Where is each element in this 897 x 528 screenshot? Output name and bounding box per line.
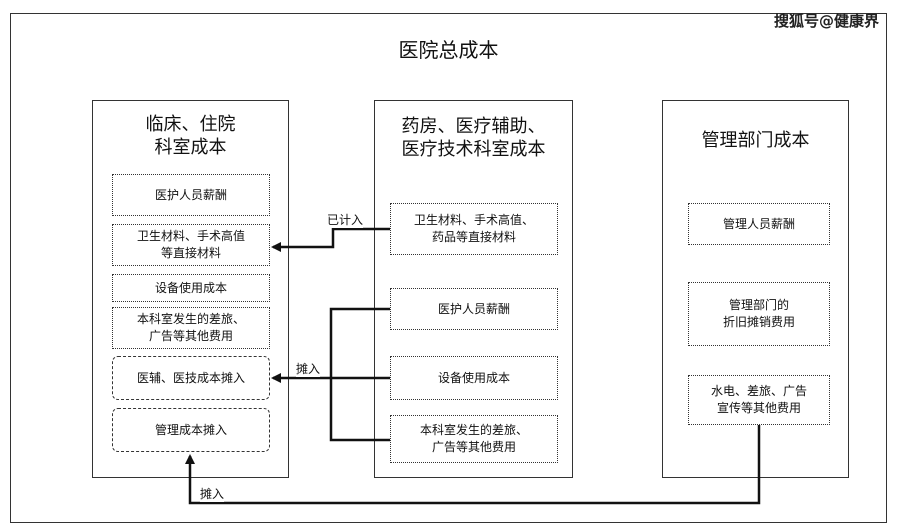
management-dept-title: 管理部门成本 <box>701 130 810 151</box>
left-item-equipment-cost: 设备使用成本 <box>112 274 270 302</box>
left-item-staff-salary: 医护人员薪酬 <box>112 174 270 216</box>
allocated-mid-label: 摊入 <box>296 360 321 377</box>
middle-item-staff-salary: 医护人员薪酬 <box>390 288 558 330</box>
middle-bracket-line <box>329 307 390 442</box>
middle-item-equipment-cost: 设备使用成本 <box>390 356 558 400</box>
already-included-arrow <box>271 227 390 252</box>
left-item-mgmt-allocation: 管理成本摊入 <box>112 408 270 452</box>
allocated-bottom-label: 摊入 <box>200 485 225 502</box>
right-item-mgmt-salary: 管理人员薪酬 <box>688 203 830 245</box>
watermark: 搜狐号@健康界 <box>773 12 879 30</box>
diagram-title: 医院总成本 <box>398 38 499 62</box>
aux-tech-dept-title: 药房、医疗辅助、 医疗技术科室成本 <box>401 116 546 160</box>
middle-item-other-expenses: 本科室发生的差旅、 广告等其他费用 <box>390 415 558 463</box>
outer-frame <box>10 13 887 523</box>
left-item-other-expenses: 本科室发生的差旅、 广告等其他费用 <box>112 307 270 349</box>
middle-item-direct-materials: 卫生材料、手术高值、 药品等直接材料 <box>390 203 558 255</box>
right-item-depreciation: 管理部门的 折旧摊销费用 <box>688 282 830 346</box>
allocated-bottom-arrow <box>185 425 761 505</box>
clinical-dept-title: 临床、住院 科室成本 <box>145 114 236 158</box>
already-included-label: 已计入 <box>327 211 364 228</box>
left-item-direct-materials: 卫生材料、手术高值 等直接材料 <box>112 224 270 266</box>
right-item-other-expenses: 水电、差旅、广告 宣传等其他费用 <box>688 375 830 425</box>
left-item-aux-tech-allocation: 医辅、医技成本摊入 <box>112 356 270 400</box>
